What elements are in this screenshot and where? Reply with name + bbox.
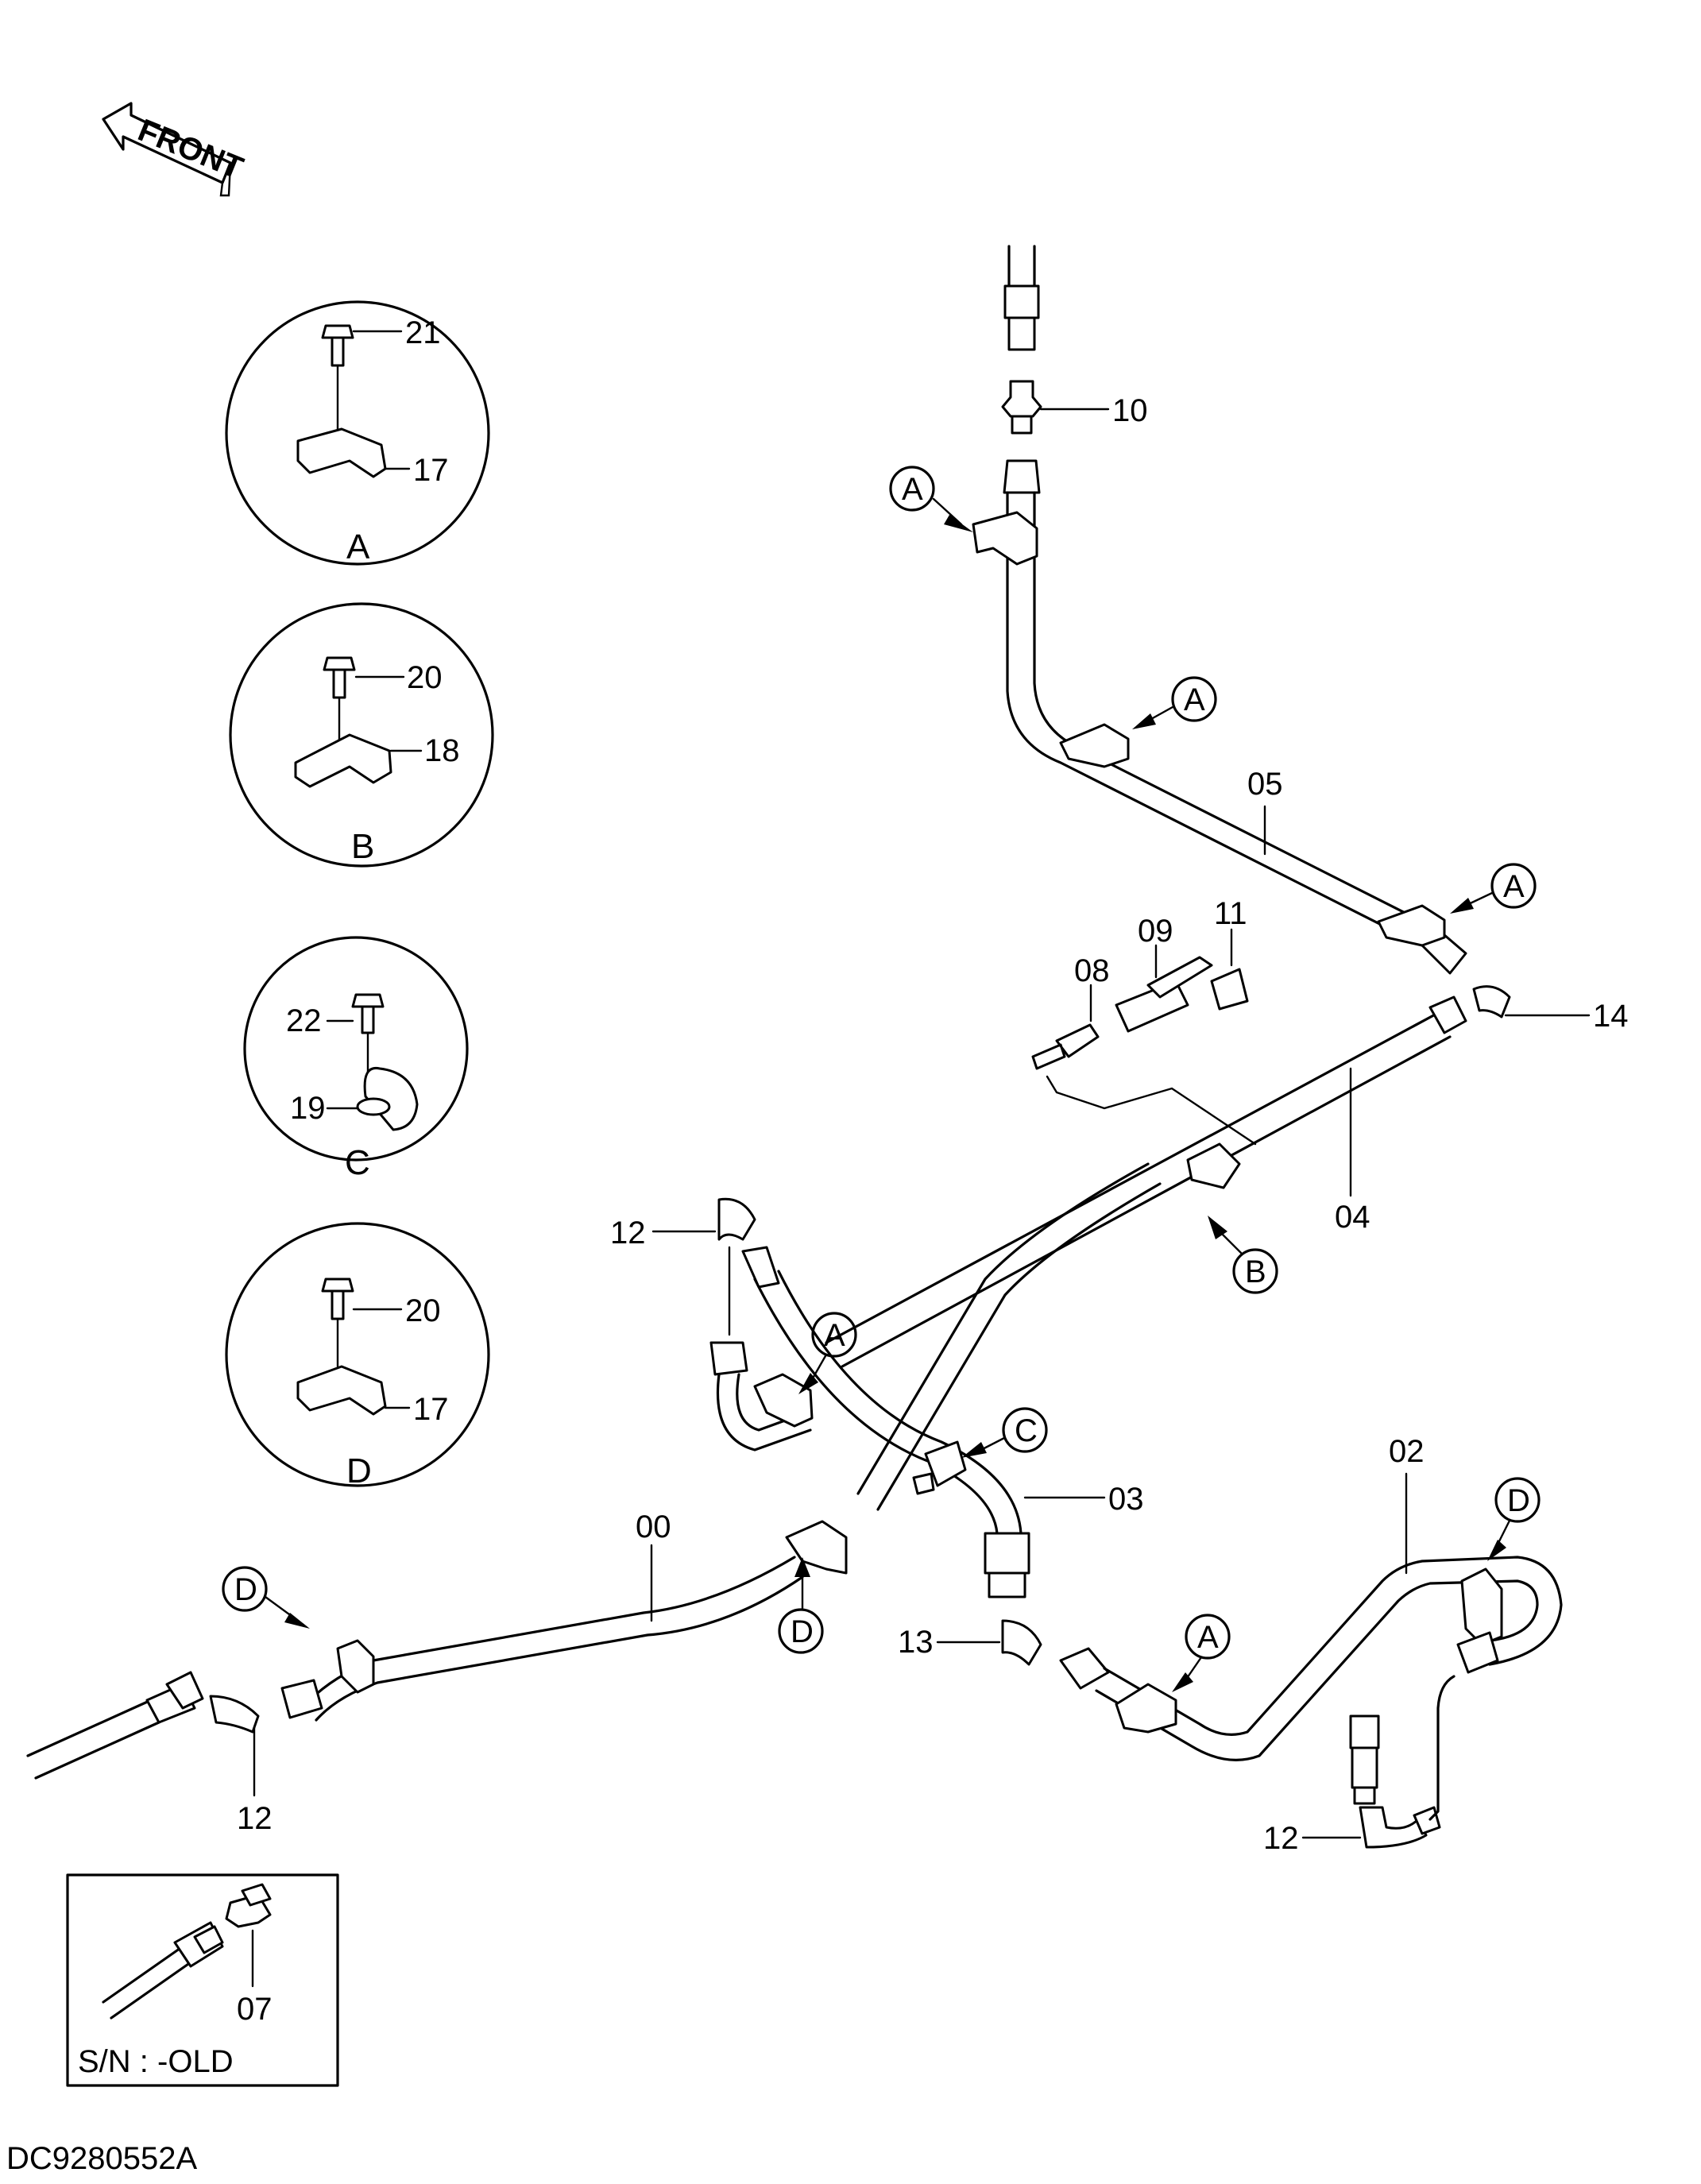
part-number-14: 14 — [1593, 999, 1629, 1034]
pipe-04: 04 — [825, 995, 1467, 1368]
front-arrow: FRONT — [102, 102, 248, 197]
part-number-13: 13 — [898, 1625, 934, 1660]
fitting-12-upper: 12 — [610, 1197, 814, 1451]
elbow-icon — [1472, 985, 1511, 1019]
detail-a-letter: A — [346, 528, 370, 566]
detail-b-letter: B — [351, 827, 374, 866]
detail-c-clip-number: 19 — [290, 1091, 326, 1126]
front-arrow-label: FRONT — [133, 113, 248, 186]
detail-a-clamp-number: 17 — [413, 453, 449, 488]
detail-b-clamp-number: 18 — [424, 733, 460, 768]
right-hose: 12 — [1263, 1675, 1456, 1856]
detail-d-clamp-number: 17 — [413, 1392, 449, 1427]
fitting-13: 13 — [898, 1619, 1042, 1666]
pipe-02: 02 — [1059, 1434, 1563, 1761]
valve-group: 08 09 11 — [1031, 896, 1257, 1146]
fitting-14: 14 — [1472, 985, 1629, 1034]
clamp-icon — [294, 733, 392, 788]
clamp-icon — [753, 1373, 814, 1428]
callout-b: B — [1208, 1216, 1278, 1294]
fitting-10-icon — [1001, 380, 1042, 435]
detail-c: 22 19 C — [243, 936, 469, 1182]
detail-d-bolt-number: 20 — [405, 1293, 441, 1328]
detail-a: 21 17 A — [225, 300, 490, 566]
part-number-12-upper: 12 — [610, 1216, 646, 1250]
pipe-05: 05 — [972, 459, 1467, 975]
inset-old-serial: 07 S/N : -OLD — [66, 1873, 339, 2087]
part-number-12-right: 12 — [1263, 1821, 1299, 1856]
clamp-icon — [1460, 1567, 1503, 1646]
clamp-icon — [785, 1520, 848, 1575]
callout-b-label: B — [1245, 1254, 1266, 1289]
callout-a-3: A — [1450, 863, 1537, 914]
drawing-id: DC9280552A — [6, 2141, 197, 2176]
part-number-02: 02 — [1389, 1434, 1425, 1469]
inset-part-number: 07 — [237, 1992, 273, 2027]
clip-icon — [363, 1066, 419, 1131]
part-number-12: 12 — [237, 1801, 273, 1836]
part-number-09: 09 — [1138, 914, 1173, 949]
callout-a-label: A — [1197, 1620, 1219, 1655]
serial-label: S/N : -OLD — [78, 2044, 234, 2079]
callout-a-label: A — [902, 472, 923, 507]
detail-b: 20 18 B — [229, 602, 494, 868]
callout-d-label: D — [791, 1614, 814, 1649]
clamp-icon — [972, 511, 1038, 566]
clamp-icon — [1115, 1683, 1177, 1734]
part-number-08: 08 — [1074, 953, 1110, 988]
part-number-10: 10 — [1112, 393, 1148, 428]
part-number-04: 04 — [1335, 1200, 1370, 1235]
callout-d-label: D — [234, 1572, 257, 1607]
callout-a-label: A — [1503, 869, 1525, 904]
bolt-icon — [323, 656, 356, 699]
clamp-icon — [1377, 904, 1446, 947]
upper-hose: 10 — [1001, 245, 1148, 435]
callout-c: C — [912, 1407, 1048, 1495]
callout-a-4: A — [798, 1312, 857, 1394]
elbow-11-icon — [1210, 968, 1249, 1011]
fitting-08-icon — [1031, 1023, 1100, 1070]
callout-a-1: A — [889, 466, 973, 532]
bolt-icon — [321, 1278, 354, 1320]
part-number-00: 00 — [636, 1509, 671, 1544]
pipe-00: 00 — [308, 1162, 1162, 1722]
elbow-12-icon — [209, 1695, 260, 1734]
detail-d: 20 17 D — [225, 1222, 490, 1490]
clamp-icon — [1059, 723, 1130, 768]
callout-d-3: D — [1487, 1477, 1541, 1561]
callout-d-2: D — [778, 1557, 824, 1654]
callout-a-5: A — [1172, 1614, 1231, 1692]
callout-a-label: A — [1184, 682, 1205, 717]
callout-d-1: D — [222, 1566, 310, 1629]
detail-d-letter: D — [346, 1451, 372, 1490]
part-number-03: 03 — [1108, 1482, 1144, 1517]
clamp-icon — [296, 427, 387, 478]
elbow-13-icon — [1001, 1619, 1042, 1666]
part-number-05: 05 — [1247, 767, 1283, 802]
detail-c-letter: C — [345, 1143, 370, 1182]
bolt-icon — [351, 993, 385, 1034]
elbow-12-icon — [717, 1197, 756, 1241]
detail-c-bolt-number: 22 — [286, 1003, 322, 1038]
left-hose: 12 — [26, 1671, 323, 1836]
detail-b-bolt-number: 20 — [407, 660, 443, 695]
detail-a-bolt-number: 21 — [405, 315, 441, 350]
callout-a-2: A — [1132, 676, 1217, 729]
callout-d-label: D — [1507, 1483, 1530, 1518]
clip-icon — [924, 1440, 967, 1487]
callout-a-label: A — [824, 1318, 845, 1353]
bolt-icon — [321, 324, 354, 367]
clamp-icon — [336, 1639, 375, 1694]
pipe-03: 03 — [753, 1270, 1144, 1598]
clamp-icon — [296, 1365, 387, 1416]
callout-c-label: C — [1015, 1413, 1038, 1448]
part-number-11: 11 — [1214, 896, 1247, 931]
